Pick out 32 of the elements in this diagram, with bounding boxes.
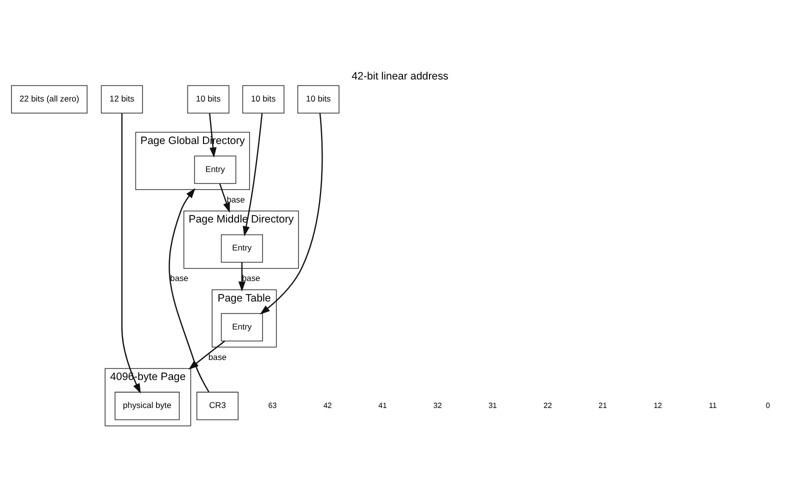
label: 32 [433, 400, 442, 410]
label: 21 [598, 400, 608, 410]
arrow [242, 112, 263, 236]
label: 22 [543, 400, 552, 410]
arrow [238, 262, 246, 292]
node-box: Entry [220, 234, 263, 262]
arrow [121, 112, 141, 394]
label: 31 [488, 400, 497, 410]
edge-label: base [208, 351, 227, 362]
node-box: Entry [220, 312, 263, 341]
arrow [260, 112, 323, 314]
label: 12 [654, 400, 662, 410]
edge-label: base [242, 272, 260, 283]
node-box: 10 bits [242, 84, 284, 114]
label: 0 [766, 400, 770, 410]
edge-label: base [170, 272, 188, 283]
node-box: Entry [194, 155, 236, 184]
arrow [219, 182, 230, 212]
label: 63 [268, 400, 277, 410]
arrow [209, 112, 217, 158]
node-box: 10 bits [297, 84, 340, 114]
label: 42 [323, 400, 332, 410]
node-box: physical byte [114, 391, 180, 420]
edge-label: base [226, 194, 245, 204]
node-box: 10 bits [187, 84, 230, 114]
node-box: CR3 [196, 391, 238, 420]
arrow [168, 188, 210, 392]
label: 41 [378, 400, 387, 410]
label: 11 [708, 400, 717, 410]
node-box: 12 bits [100, 84, 143, 114]
node-box: 22 bits (all zero) [11, 84, 88, 114]
diagram-title: 42-bit linear address [352, 70, 448, 82]
